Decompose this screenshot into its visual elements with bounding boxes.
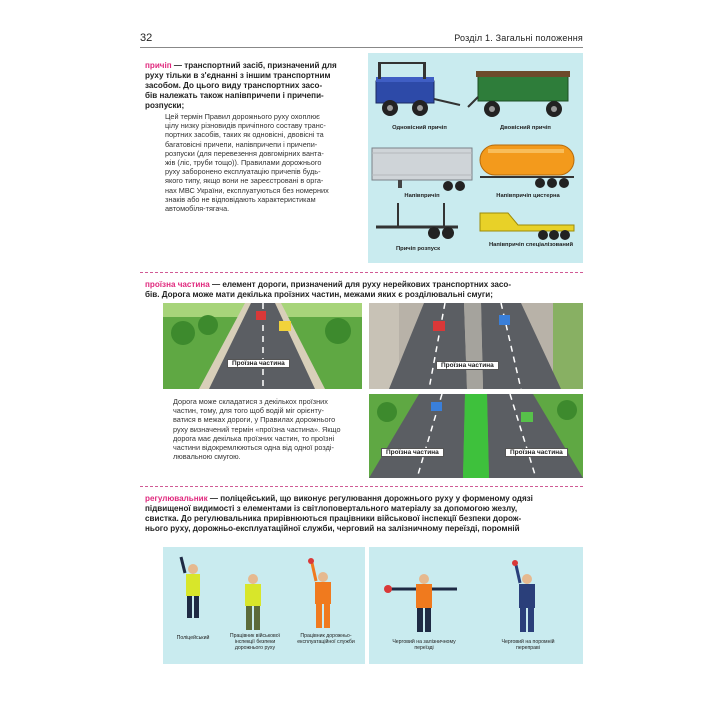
comment-line: знаків або не відповідають характеристик… — [165, 194, 316, 204]
military-inspector-figure — [245, 574, 261, 630]
comment-line: частини відокремлюються одна від одної р… — [173, 443, 334, 453]
term-roadway: проїзна частина — [145, 280, 210, 289]
header-rule — [140, 47, 583, 48]
caption-semi: Напівпричіп — [404, 193, 440, 199]
tank-trailer-image — [479, 144, 575, 188]
comment-line: дорога має декілька проїзних частин, то … — [173, 433, 335, 443]
def-line: бів. Дорога може мати декілька проїзних … — [145, 290, 493, 299]
trailer-illustration-panel: Одновісний причіп Двовісний причіп Напів… — [368, 53, 583, 263]
page-number: 32 — [140, 32, 153, 44]
police-officer-figure — [179, 556, 200, 618]
def-line: бів належать також напівпричепи і причеп… — [145, 91, 324, 100]
roadway-definition: проїзна частина — елемент дороги, призна… — [145, 280, 585, 300]
comment-line: портних засобів, таких як одновісні, дво… — [165, 130, 324, 140]
comment-line: лювальною смугою. — [173, 452, 241, 462]
roadway-label: Проїзна частина — [505, 448, 568, 457]
trailer-comment: Цей термін Правил дорожнього руху охоплю… — [165, 112, 365, 213]
def-line: — поліцейський, що виконує регулювання д… — [207, 494, 533, 503]
def-line: свистка. До регулювальника прирівнюються… — [145, 514, 522, 523]
roadway-comment: Дорога може складатися з декількох проїз… — [173, 397, 367, 461]
term-controller: регулювальник — [145, 494, 208, 503]
def-line: — елемент дороги, призначений для руху н… — [209, 280, 512, 289]
comment-line: якого типу, якщо вони не зареєстровані в… — [165, 176, 324, 186]
comment-line: багатовісні причепи, напівпричепи і прич… — [165, 139, 318, 149]
comment-line: жів (ліс, труби тощо)). Правилами дорожн… — [165, 158, 322, 168]
comment-line: цілу низку різновидів причіпного составу… — [165, 121, 326, 131]
caption-ferry: Черговий на поромній переправі — [501, 639, 555, 651]
roadway-label: Проїзна частина — [436, 361, 499, 370]
def-line: підвищеної видимості з елементами із сві… — [145, 504, 518, 513]
caption-military: Працівник військової інспекції безпеки д… — [229, 633, 281, 651]
comment-line: нах МВС України, експлуатуються без номе… — [165, 185, 329, 195]
pole-trailer-image — [376, 203, 458, 239]
road-image-single: Проїзна частина — [163, 303, 362, 389]
comment-line: ватися в межах дороги, у Правилах дорожн… — [173, 415, 336, 425]
section-separator — [140, 272, 583, 274]
single-axle-trailer-image — [375, 62, 461, 116]
caption-road-service: Працівник дорожньо-експлуатаційної служб… — [297, 633, 355, 645]
railway-attendant-figure — [384, 574, 457, 632]
caption-single-axle: Одновісний причіп — [392, 125, 447, 131]
comment-line: Дорога може складатися з декількох проїз… — [173, 397, 328, 406]
road-service-worker-figure — [308, 558, 331, 628]
roadway-label: Проїзна частина — [227, 359, 290, 368]
caption-tank: Напівпричіп цистерна — [496, 193, 560, 199]
caption-railway: Черговий на залізничному переїзді — [392, 639, 456, 651]
caption-pole: Причіп розпуск — [396, 246, 440, 252]
caption-special: Напівпричіп спеціалізований — [488, 242, 574, 248]
def-line: нього руху, дорожньо-експлуатаційної слу… — [145, 524, 520, 533]
caption-two-axle: Двовісний причіп — [500, 125, 551, 131]
comment-line: автомобіля-тягача. — [165, 204, 230, 214]
road-image-double: Проїзна частина — [369, 302, 583, 390]
section-separator — [140, 486, 583, 488]
trailer-definition: причіп — транспортний засіб, призначений… — [145, 61, 363, 111]
ferry-attendant-figure — [512, 560, 535, 632]
section-title: Розділ 1. Загальні положення — [454, 33, 583, 43]
trailers-illustration — [371, 62, 575, 240]
def-line: засобом. До цього виду транспортних засо… — [145, 81, 323, 90]
caption-police: Поліцейський — [176, 635, 210, 641]
controllers-panel-right: Черговий на залізничному переїзді Чергов… — [369, 547, 583, 664]
controllers-panel-left: Поліцейський Працівник військової інспек… — [163, 547, 365, 664]
special-trailer-image — [479, 212, 575, 240]
road-image-divided: Проїзна частина Проїзна частина — [369, 393, 583, 479]
semi-trailer-image — [371, 147, 473, 191]
comment-line: частин, тому, для того щоб водій міг орі… — [173, 406, 324, 416]
comment-line: руху заборонено експлуатацію причепів бу… — [165, 167, 321, 177]
def-line: — транспортний засіб, призначений для — [171, 61, 337, 70]
controller-definition: регулювальник — поліцейський, що виконує… — [145, 494, 585, 534]
term-trailer: причіп — [145, 61, 172, 70]
def-line: розпуски; — [145, 101, 185, 110]
two-axle-trailer-image — [467, 71, 570, 117]
comment-line: розпуски (для перевезення довгомірних ва… — [165, 148, 324, 158]
roadway-label: Проїзна частина — [381, 448, 444, 457]
comment-line: руху визначений термін «проїзна частина»… — [173, 424, 341, 434]
comment-line: Цей термін Правил дорожнього руху охоплю… — [165, 112, 320, 121]
def-line: руху тільки в з'єднанні з іншим транспор… — [145, 71, 331, 80]
